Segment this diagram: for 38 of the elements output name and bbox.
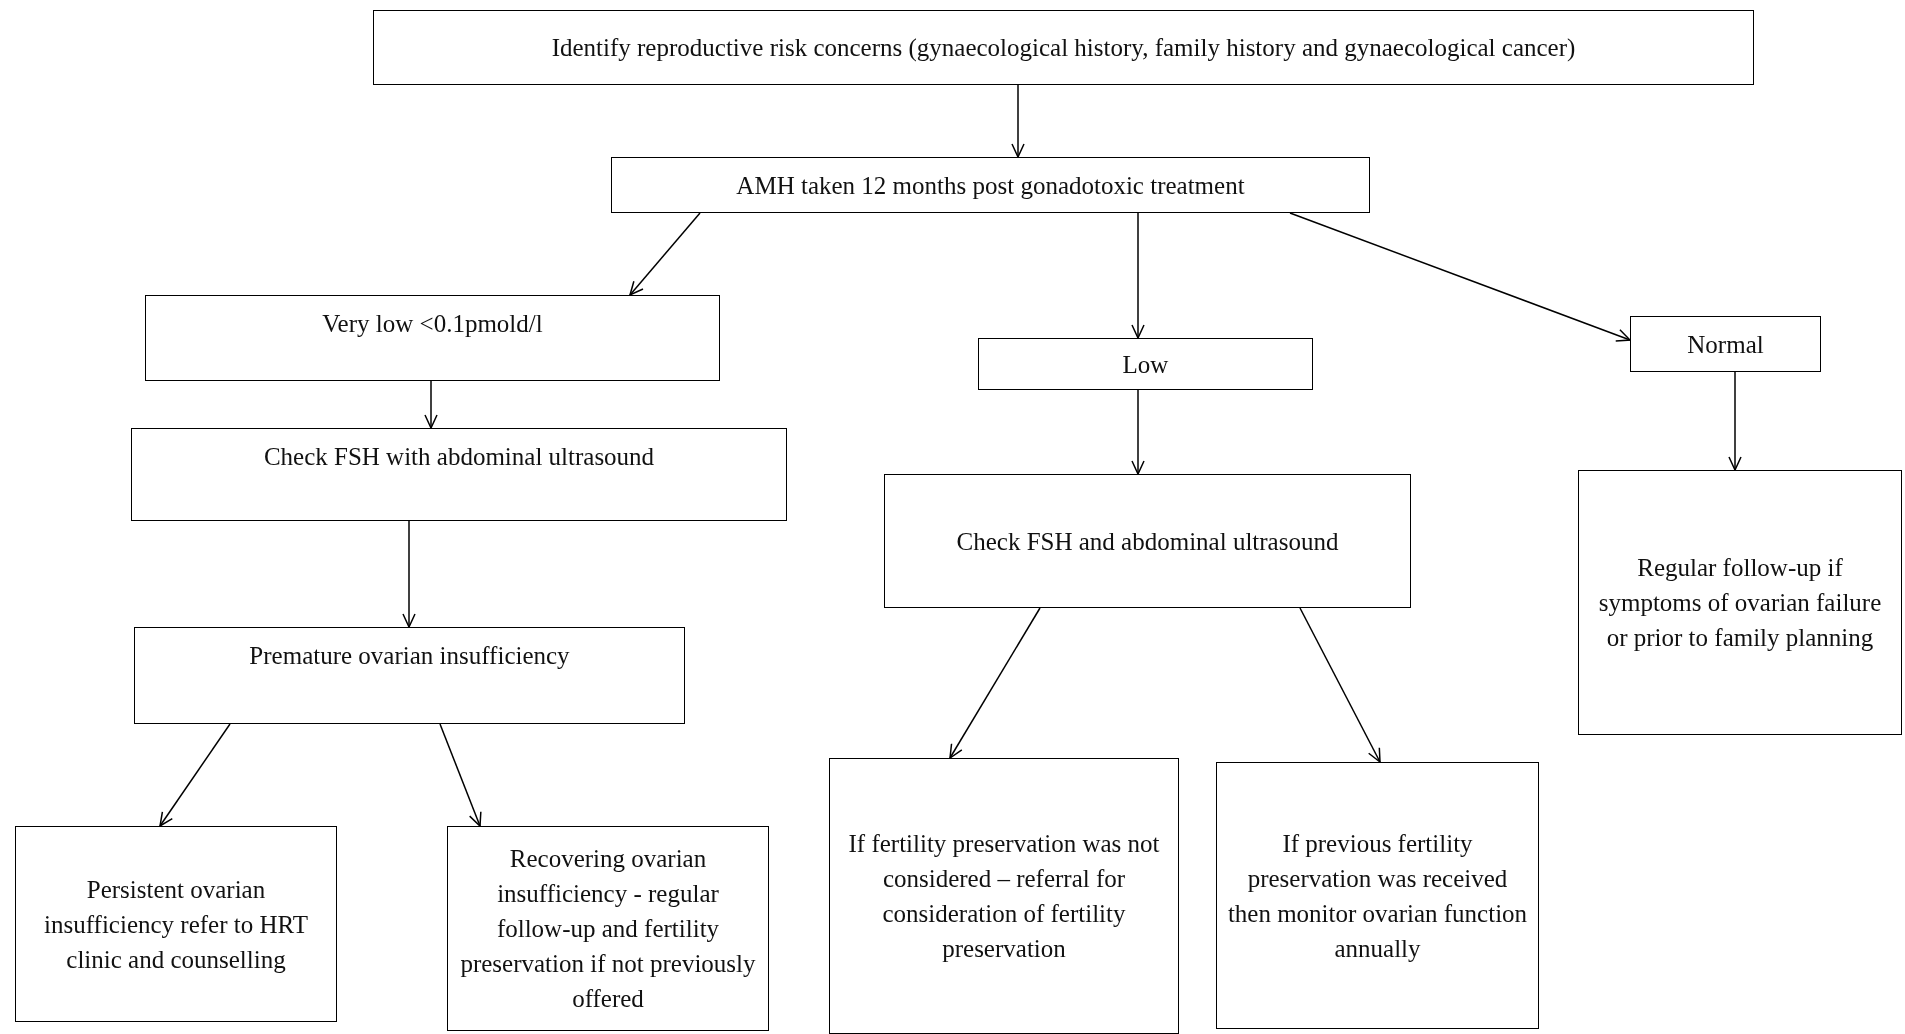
box-text: Low — [1122, 349, 1169, 380]
arrow — [1289, 212, 1631, 342]
process-box — [373, 10, 1754, 85]
box-text: Check FSH and abdominal ultrasound — [956, 526, 1339, 557]
arrow — [1728, 371, 1742, 471]
arrow — [424, 380, 438, 429]
box-text: Recovering ovarian insufficiency - regular follow-up and fertility preservation if not previously offered — [459, 844, 757, 1014]
process-box — [1578, 470, 1902, 735]
arrow — [1299, 607, 1381, 763]
arrow — [1131, 389, 1145, 475]
box-text: If previous fertility preservation was received then monitor ovarian function annually — [1227, 828, 1528, 964]
box-text: Normal — [1687, 329, 1764, 360]
process-box — [145, 295, 720, 381]
process-box — [131, 428, 787, 521]
box-text: Identify reproductive risk concerns (gynaecological history, family history and gynaecological cancer) — [551, 33, 1576, 64]
arrow — [1131, 212, 1145, 339]
process-box — [884, 474, 1411, 608]
box-text: Check FSH with abdominal ultrasound — [263, 442, 655, 472]
process-box — [611, 157, 1370, 213]
process-box — [15, 826, 337, 1022]
arrow — [159, 723, 231, 827]
process-box — [1630, 316, 1821, 372]
arrow — [629, 212, 701, 296]
box-text: Persistent ovarian insufficiency refer to HRT clinic and counselling — [43, 874, 309, 975]
arrow — [1011, 84, 1025, 158]
arrow — [402, 520, 416, 628]
process-box — [134, 627, 685, 724]
box-text: Premature ovarian insufficiency — [249, 641, 570, 671]
process-box — [1216, 762, 1539, 1029]
box-text: Regular follow-up if symptoms of ovarian failure or prior to family planning — [1597, 553, 1883, 653]
box-text: If fertility preservation was not considered – referral for consideration of fertility preservation — [847, 829, 1161, 964]
arrow — [949, 607, 1041, 759]
process-box — [447, 826, 769, 1031]
box-text: Very low <0.1pmold/l — [322, 309, 543, 339]
box-text: AMH taken 12 months post gonadotoxic treatment — [736, 170, 1245, 201]
process-box — [829, 758, 1179, 1034]
arrow — [439, 723, 482, 827]
process-box — [978, 338, 1313, 390]
